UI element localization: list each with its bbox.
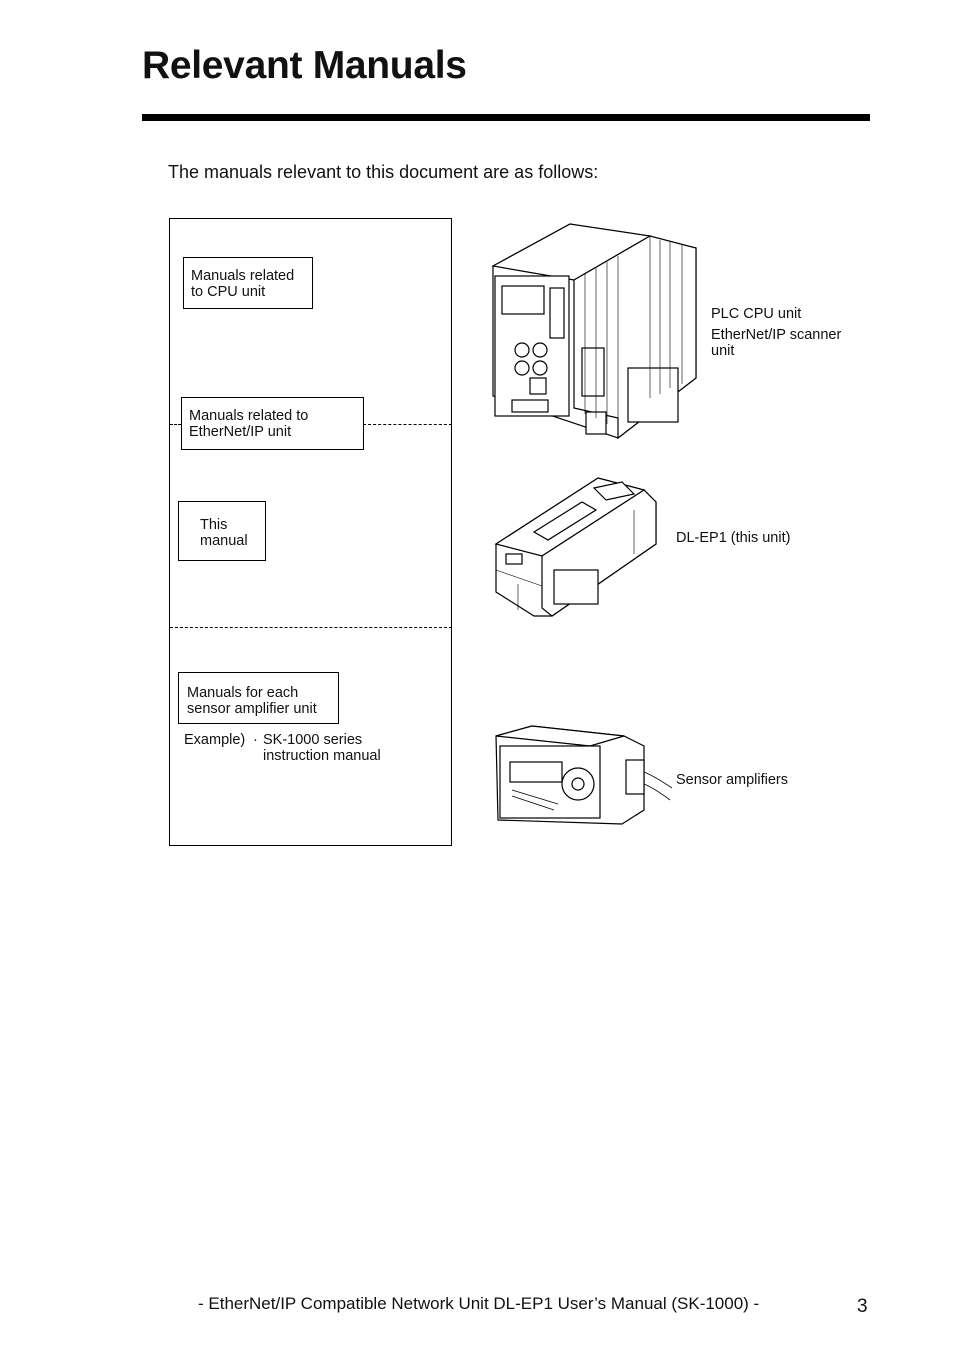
example-line1: SK-1000 series xyxy=(263,732,363,748)
page-number: 3 xyxy=(857,1296,868,1317)
cpu-manuals-line1: Manuals related xyxy=(191,268,295,284)
sensor-amplifiers-label: Sensor amplifiers xyxy=(676,772,789,788)
plc-cpu-unit-image xyxy=(491,223,697,440)
this-manual-box: This manual xyxy=(178,501,266,561)
example-line2: instruction manual xyxy=(263,748,381,764)
intro-text: The manuals relevant to this document ar… xyxy=(168,162,599,182)
title-rule xyxy=(142,114,870,121)
this-manual-line1: This xyxy=(200,517,228,533)
scanner-unit-label-line2: unit xyxy=(711,343,735,359)
cpu-manuals-box: Manuals related to CPU unit xyxy=(183,257,313,309)
dashed-divider-ethernet xyxy=(363,424,452,425)
cpu-manuals-line2: to CPU unit xyxy=(191,284,266,300)
footer-text: - EtherNet/IP Compatible Network Unit DL… xyxy=(198,1294,760,1313)
example-bullet: · xyxy=(253,732,258,748)
sensor-manuals-line1: Manuals for each xyxy=(187,685,299,701)
sensor-amplifier-image xyxy=(495,725,673,825)
plc-cpu-unit-label: PLC CPU unit xyxy=(711,306,802,322)
dashed-divider-ethernet-left xyxy=(170,424,181,425)
ethernet-manuals-line1: Manuals related to xyxy=(189,408,309,424)
dashed-divider-sensor xyxy=(170,627,452,628)
sensor-manuals-line2: sensor amplifier unit xyxy=(187,701,317,717)
page-title: Relevant Manuals xyxy=(142,44,467,87)
dl-ep1-unit-image xyxy=(494,477,657,617)
scanner-unit-label-line1: EtherNet/IP scanner xyxy=(711,327,842,343)
ethernet-manuals-line2: EtherNet/IP unit xyxy=(189,424,292,440)
sensor-manuals-box: Manuals for each sensor amplifier unit xyxy=(178,672,339,724)
manuals-frame xyxy=(169,218,452,846)
this-manual-line2: manual xyxy=(200,533,248,549)
dl-ep1-label: DL-EP1 (this unit) xyxy=(676,530,791,546)
ethernet-manuals-box: Manuals related to EtherNet/IP unit xyxy=(181,397,364,450)
example-prefix: Example) xyxy=(184,732,246,748)
